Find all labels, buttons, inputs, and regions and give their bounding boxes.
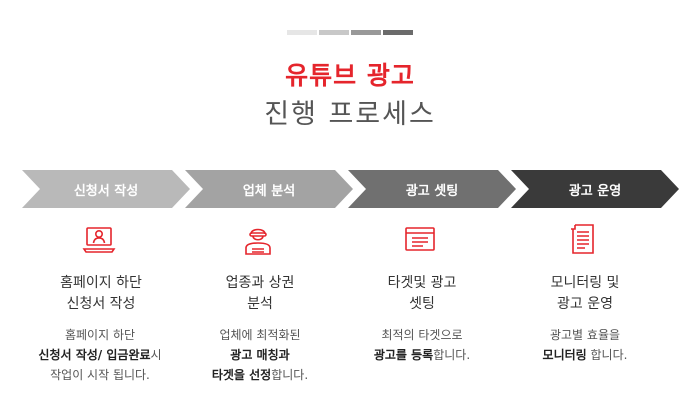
step-arrow-label: 광고 운영 [568, 183, 622, 199]
desc-line: 타겟을 선정합니다. [170, 365, 350, 385]
desc-line: 최적의 타겟으로 [381, 328, 463, 342]
step-description-1: 홈페이지 하단 신청서 작성/ 입금완료시 작업이 시작 됩니다. [10, 325, 190, 385]
laptop-user-icon [82, 222, 116, 256]
step-arrow-4: 광고 운영 [511, 170, 679, 208]
desc-line: 업체에 최적화된 [219, 328, 301, 342]
step-arrow-1: 신청서 작성 [22, 170, 190, 208]
page-title: 유튜브 광고 [285, 61, 415, 90]
heading-line: 셋팅 [409, 296, 435, 312]
desc-bold-text: 신청서 작성/ 입금완료 [38, 348, 151, 362]
heading-line: 광고 운영 [557, 296, 613, 312]
decorative-top-bar [287, 30, 413, 35]
step-description-4: 광고별 효율을 모니터링 합니다. [495, 325, 675, 365]
step-description-3: 최적의 타겟으로 광고를 등록합니다. [332, 325, 512, 365]
step-heading-1: 홈페이지 하단 신청서 작성 [21, 273, 181, 315]
step-heading-2: 업종과 상권 분석 [180, 273, 340, 315]
desc-text: 합니다. [586, 348, 628, 362]
topbar-segment-2 [319, 30, 349, 35]
heading-line: 업종과 상권 [225, 275, 295, 291]
step-arrow-2: 업체 분석 [185, 170, 353, 208]
step-arrow-label: 신청서 작성 [73, 183, 139, 199]
desc-line: 홈페이지 하단 [64, 328, 136, 342]
heading-line: 신청서 작성 [66, 296, 136, 312]
topbar-segment-3 [351, 30, 381, 35]
heading-line: 분석 [247, 296, 273, 312]
desc-line: 신청서 작성/ 입금완료시 [10, 345, 190, 365]
desc-bold-text: 타겟을 선정 [211, 368, 272, 382]
desc-line: 광고 매칭과 [170, 345, 350, 365]
document-list-icon [566, 222, 600, 256]
desc-line: 광고를 등록합니다. [332, 345, 512, 365]
topbar-segment-4 [383, 30, 413, 35]
step-heading-4: 모니터링 및 광고 운영 [505, 273, 665, 315]
desc-text: 합니다. [271, 368, 309, 382]
step-heading-3: 타겟및 광고 셋팅 [342, 273, 502, 315]
step-description-2: 업체에 최적화된 광고 매칭과 타겟을 선정합니다. [170, 325, 350, 385]
browser-window-icon [403, 222, 437, 256]
step-arrow-3: 광고 셋팅 [348, 170, 516, 208]
desc-bold-text: 모니터링 [542, 348, 587, 362]
desc-line: 광고별 효율을 [549, 328, 621, 342]
desc-line: 작업이 시작 됩니다. [50, 368, 150, 382]
desc-bold-text: 광고 매칭과 [230, 348, 290, 362]
topbar-segment-1 [287, 30, 317, 35]
heading-line: 홈페이지 하단 [60, 275, 142, 291]
analyst-person-icon [241, 222, 275, 256]
desc-text: 합니다. [433, 348, 471, 362]
desc-bold-text: 광고를 등록 [373, 348, 434, 362]
desc-text: 시 [150, 348, 162, 362]
step-arrow-label: 업체 분석 [242, 183, 296, 199]
heading-line: 모니터링 및 [550, 275, 620, 291]
step-arrow-label: 광고 셋팅 [405, 183, 459, 199]
desc-line: 모니터링 합니다. [495, 345, 675, 365]
heading-line: 타겟및 광고 [387, 275, 457, 291]
page-subtitle: 진행 프로세스 [264, 99, 436, 130]
